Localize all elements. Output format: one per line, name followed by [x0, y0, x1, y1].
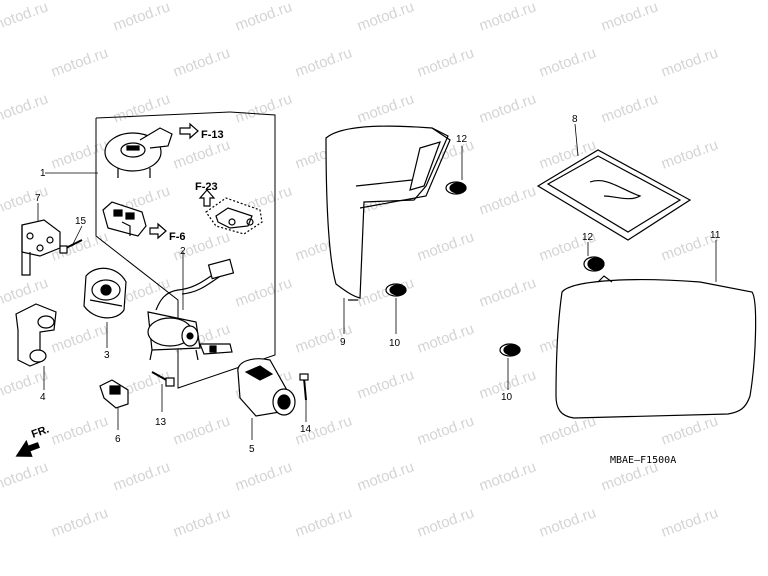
ref-arrow-f23: [198, 189, 216, 207]
pad-8: [536, 123, 692, 241]
bolt-15: [59, 225, 83, 254]
callout-1: 1: [40, 168, 46, 179]
grommet-10a: [385, 283, 407, 334]
ignition-assembly-bracket: [45, 111, 276, 389]
callout-12b: 12: [582, 232, 594, 243]
callout-13: 13: [155, 417, 167, 428]
front-arrow-label: FR.: [30, 423, 51, 440]
callout-9: 9: [340, 337, 346, 348]
callout-2: 2: [180, 246, 186, 257]
ref-arrow-f13: [179, 122, 199, 140]
mounting-bracket-f23: [205, 197, 263, 235]
side-cover-9: [325, 125, 451, 334]
callout-6: 6: [115, 434, 121, 445]
callout-10a: 10: [389, 338, 401, 349]
front-arrow: [15, 439, 40, 457]
callout-8: 8: [572, 114, 578, 125]
ignition-cover: [102, 201, 147, 237]
callout-10b: 10: [501, 392, 513, 403]
key-6: [99, 379, 129, 430]
callout-15: 15: [75, 216, 87, 227]
ref-label-f13: F-13: [201, 129, 224, 141]
callout-4: 4: [40, 392, 46, 403]
grommet-12a: [445, 146, 467, 195]
screw-14: [299, 373, 309, 422]
callout-14: 14: [300, 424, 312, 435]
mount-plate-7: [21, 203, 61, 276]
callout-3: 3: [104, 350, 110, 361]
callout-5: 5: [249, 444, 255, 455]
cover-11: [555, 240, 757, 419]
key-cap: [104, 127, 173, 178]
grommet-10b: [499, 343, 521, 390]
bracket-4: [15, 303, 57, 390]
lock-body-3: [83, 267, 127, 348]
callout-12a: 12: [456, 134, 468, 145]
callout-7: 7: [35, 193, 41, 204]
callout-11: 11: [710, 230, 721, 241]
grommet-12b: [583, 242, 605, 272]
ref-label-f23: F-23: [195, 181, 218, 193]
lock-cylinder-5: [237, 358, 296, 440]
ref-label-f6: F-6: [169, 231, 186, 243]
ignition-switch: [147, 252, 235, 361]
screw-13: [151, 371, 175, 412]
diagram-code: MBAE—F1500A: [610, 455, 676, 466]
ref-arrow-f6: [149, 222, 167, 240]
